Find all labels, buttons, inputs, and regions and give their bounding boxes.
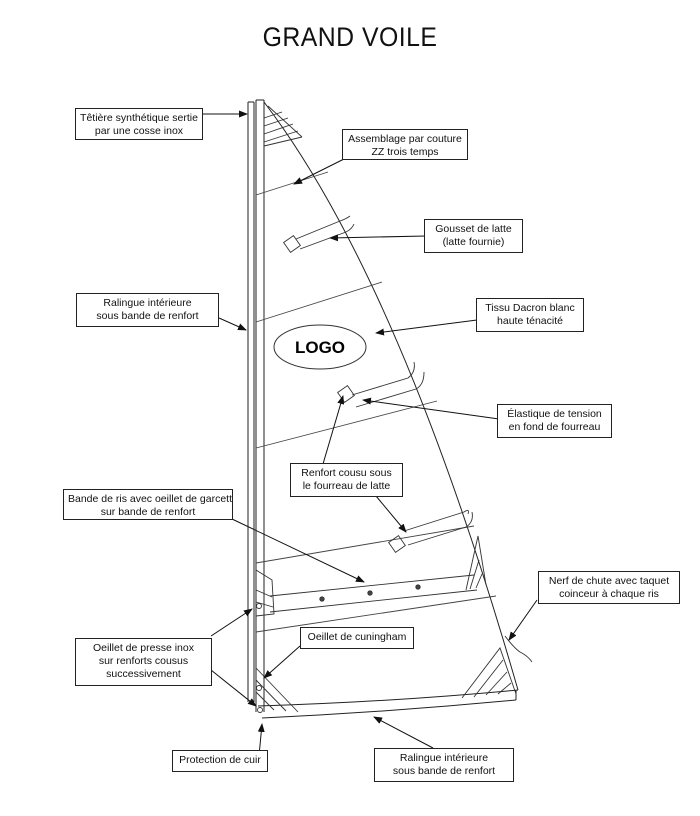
callout-line: sous bande de renfort	[96, 310, 199, 322]
mast	[247, 99, 265, 712]
callout-ralingue-bottom: Ralingue intérieure sous bande de renfor…	[374, 748, 514, 782]
callout-line: le fourreau de latte	[302, 480, 391, 492]
callout-line: par une cosse inox	[94, 125, 184, 137]
callout-assemblage: Assemblage par couture ZZ trois temps	[342, 129, 468, 160]
callout-line: Oeillet de presse inox	[93, 642, 194, 654]
logo-ellipse	[273, 324, 367, 370]
callout-line: Bande de ris avec oeillet de garcette	[68, 493, 233, 505]
callout-line: Oeillet de cuningham	[307, 631, 407, 643]
head-reinforcement	[263, 105, 303, 147]
callout-line: (latte fournie)	[442, 236, 505, 248]
reef-band	[269, 574, 478, 613]
callout-line: Ralingue intérieure	[399, 752, 489, 764]
callout-line: Gousset de latte	[435, 223, 512, 235]
callout-protection: Protection de cuir	[172, 750, 268, 772]
callout-ralingue-top: Ralingue intérieure sous bande de renfor…	[76, 293, 219, 327]
callout-bande-ris: Bande de ris avec oeillet de garcette su…	[63, 489, 233, 520]
callout-tissu: Tissu Dacron blanc haute ténacité	[476, 298, 584, 332]
callout-line: Têtière synthétique sertie	[80, 112, 198, 124]
callout-line: ZZ trois temps	[371, 146, 439, 158]
callout-cuningham: Oeillet de cuningham	[300, 627, 414, 649]
callout-line: sur bande de renfort	[100, 506, 196, 518]
callout-elastique: Élastique de tension en fond de fourreau	[497, 404, 612, 438]
callout-line: Renfort cousu sous	[301, 467, 392, 479]
callout-renfort: Renfort cousu sous le fourreau de latte	[290, 463, 403, 497]
callout-line: en fond de fourreau	[508, 421, 601, 433]
callout-line: Élastique de tension	[507, 408, 602, 420]
callout-nerf: Nerf de chute avec taquet coinceur à cha…	[538, 571, 680, 604]
callout-line: Protection de cuir	[179, 754, 261, 766]
corner-reinforcements	[255, 535, 533, 713]
callout-arrows	[203, 110, 538, 757]
callout-line: coinceur à chaque ris	[559, 588, 659, 600]
batten-pockets	[283, 215, 473, 553]
callout-line: Tissu Dacron blanc	[485, 302, 575, 314]
diagram-title: GRAND VOILE	[262, 22, 438, 52]
logo-text: LOGO	[295, 338, 345, 357]
callout-gousset: Gousset de latte (latte fournie)	[424, 219, 523, 253]
callout-line: sur renforts cousus	[98, 655, 189, 667]
callout-line: Nerf de chute avec taquet	[548, 575, 670, 587]
callout-oeillet-presse: Oeillet de presse inox sur renforts cous…	[75, 638, 212, 686]
callout-tetiere: Têtière synthétique sertie par une cosse…	[75, 108, 203, 140]
callout-line: successivement	[106, 668, 181, 680]
callout-line: sous bande de renfort	[392, 765, 496, 777]
callout-line: Assemblage par couture	[348, 133, 462, 145]
callout-line: haute ténacité	[497, 315, 563, 327]
callout-line: Ralingue intérieure	[103, 297, 192, 309]
panel-seams	[255, 171, 497, 633]
